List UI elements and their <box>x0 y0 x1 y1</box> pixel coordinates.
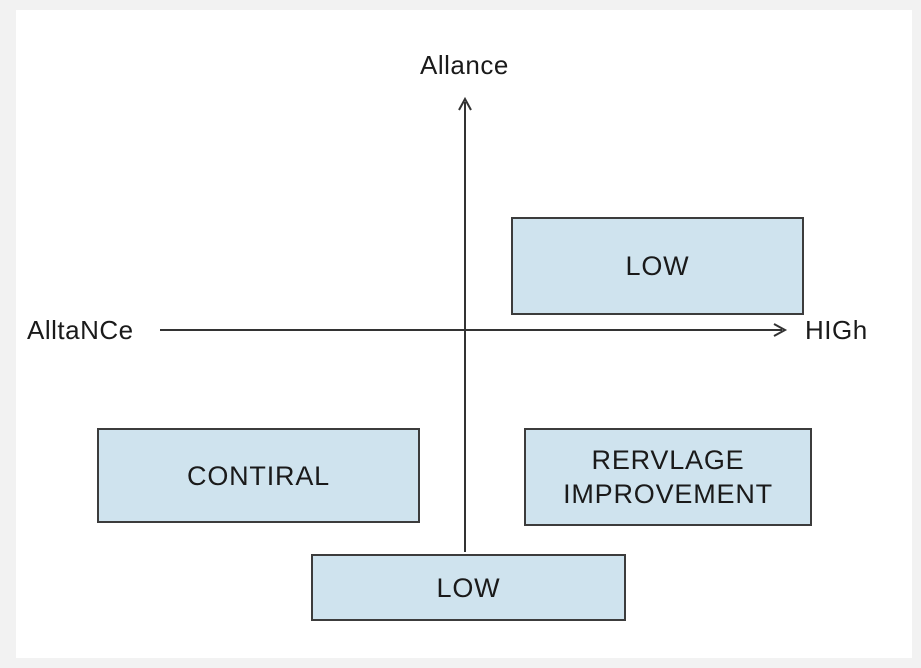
box-bottom-left: CONTIRAL <box>97 428 420 523</box>
vertical-axis-label: Allance <box>420 50 509 80</box>
horizontal-axis-arrowhead <box>773 323 788 337</box>
box-bottom-center: LOW <box>311 554 626 621</box>
horizontal-axis-left-label: AlltaNCe <box>27 315 134 345</box>
horizontal-axis-right-label: HIGh <box>805 315 868 345</box>
box-bottom-right-label: RERVLAGE IMPROVEMENT <box>563 445 773 509</box>
box-top-right-label: LOW <box>625 251 690 281</box>
vertical-axis-arrowhead <box>458 96 472 111</box>
box-bottom-center-label: LOW <box>436 572 501 603</box>
box-bottom-right: RERVLAGE IMPROVEMENT <box>524 428 812 526</box>
box-top-right: LOW <box>511 217 804 315</box>
box-bottom-left-label: CONTIRAL <box>187 460 330 491</box>
